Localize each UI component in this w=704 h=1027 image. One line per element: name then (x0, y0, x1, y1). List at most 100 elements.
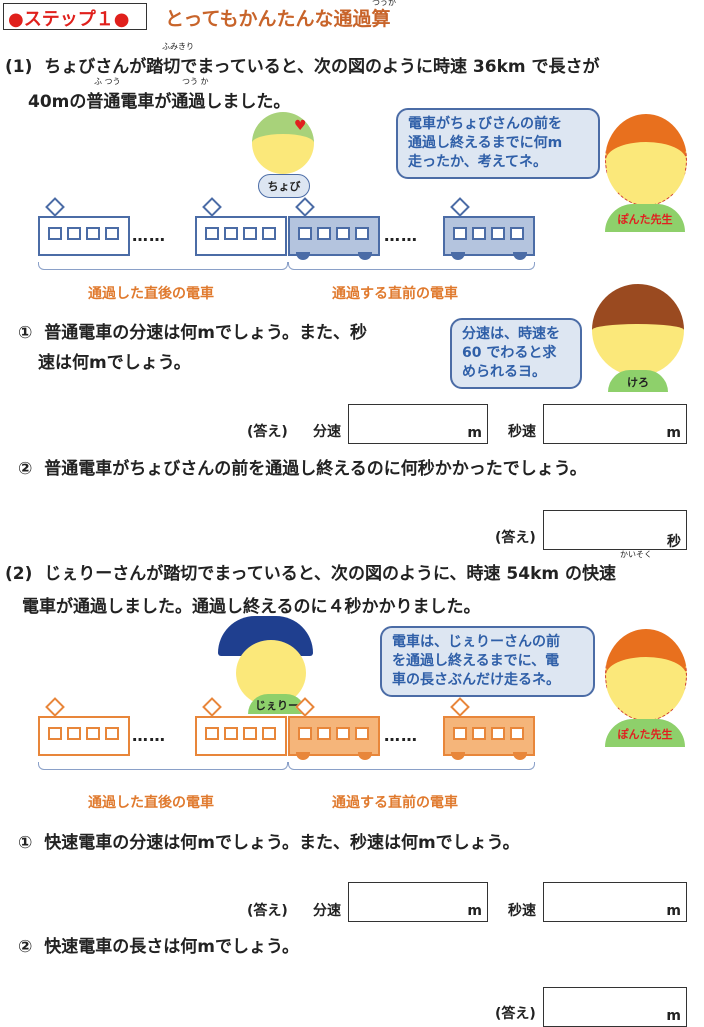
wheel (358, 252, 372, 260)
fun-label: 分速 (313, 903, 341, 919)
train-car (288, 697, 380, 760)
pantograph-icon (295, 697, 315, 717)
window (510, 227, 524, 240)
ruby: ふ つう (94, 77, 121, 86)
jerry-name: じぇりー (248, 694, 306, 714)
wheel (296, 752, 310, 760)
q2-sub1: ① 快速電車の分速は何mでしょう。また、秒速は何mでしょう。 (18, 833, 520, 853)
answer-label: (答え) (247, 903, 288, 919)
train-car (195, 197, 287, 256)
window (243, 727, 257, 740)
train-car (195, 697, 287, 756)
train-diagram-2: ………… (0, 697, 704, 770)
teacher-name: ぽんた先生 (605, 204, 685, 232)
ponta-teacher-character: ぽんた先生 (603, 627, 698, 747)
train-car (38, 197, 130, 256)
window (510, 727, 524, 740)
kero-name: けろ (608, 370, 668, 392)
answer-box-seconds[interactable]: 秒 (543, 510, 687, 550)
car-body (38, 716, 130, 756)
q2-line1: (2) じぇりーさんが踏切でまっていると、次の図のように、時速 54km の快速 (5, 564, 617, 584)
q1-text: ちょびさんが踏切でまっていると、次の図のように時速 36km で長さが (44, 57, 600, 77)
window (453, 227, 467, 240)
window (262, 227, 276, 240)
car-body (38, 216, 130, 256)
window (86, 227, 100, 240)
pantograph-icon (450, 697, 470, 717)
teacher-name: ぽんた先生 (605, 719, 685, 747)
bracket (288, 262, 535, 270)
window (205, 727, 219, 740)
q2-sub2: ② 快速電車の長さは何mでしょう。 (18, 937, 299, 957)
jerry-character: じぇりー (218, 612, 318, 714)
ruby: ふみきり (162, 42, 194, 51)
label-after: 通過した直後の電車 (88, 795, 214, 811)
q1-sub2: ② 普通電車がちょびさんの前を通過し終えるのに何秒かかったでしょう。 (18, 459, 587, 479)
answer-label: (答え) (495, 1006, 536, 1022)
answer-box-length[interactable]: m (543, 987, 687, 1027)
answer-label: (答え) (247, 424, 288, 440)
pantograph-icon (202, 697, 222, 717)
wheel (513, 752, 527, 760)
window (491, 227, 505, 240)
teacher-speech-bubble: 電車は、じぇりーさんの前を通過し終えるまでに、電車の長さぶんだけ走るネ。 (380, 626, 595, 697)
window (336, 727, 350, 740)
q1-sub1-line2: 速は何mでしょう。 (38, 353, 191, 373)
car-body (288, 716, 380, 756)
window (453, 727, 467, 740)
window (317, 727, 331, 740)
wheel (513, 252, 527, 260)
car-body (443, 216, 535, 256)
window (67, 227, 81, 240)
window (472, 227, 486, 240)
window (105, 727, 119, 740)
pantograph-icon (295, 197, 315, 217)
step-badge: ●ステップ１● (3, 3, 147, 30)
car-body (443, 716, 535, 756)
answer-box-fun[interactable]: m (348, 404, 488, 444)
label-before: 通過する直前の電車 (332, 286, 458, 302)
pantograph-icon (45, 697, 65, 717)
q2-line2: 電車が通過しました。通過し終えるのに４秒かかりました。 (22, 597, 481, 617)
pantograph-icon (202, 197, 222, 217)
bracket (38, 262, 288, 270)
dots: …… (384, 226, 418, 245)
chobi-character: ♥ ちょび (250, 112, 320, 198)
window (317, 227, 331, 240)
window (491, 727, 505, 740)
window (48, 227, 62, 240)
window (224, 727, 238, 740)
ruby: かいそく (620, 550, 652, 559)
q1-number: (1) (5, 57, 33, 77)
wheel (358, 752, 372, 760)
train-car (443, 697, 535, 760)
pantograph-icon (45, 197, 65, 217)
answer-box-byo[interactable]: m (543, 404, 687, 444)
window (86, 727, 100, 740)
window (67, 727, 81, 740)
q1-line2: 40mの普通電車が通過しました。 (28, 92, 291, 112)
dots: …… (132, 726, 166, 745)
label-after: 通過した直後の電車 (88, 286, 214, 302)
label-before: 通過する直前の電車 (332, 795, 458, 811)
answer-label: (答え) (495, 530, 536, 546)
train-diagram-1: ………… (0, 197, 704, 270)
bracket (38, 762, 288, 770)
window (472, 727, 486, 740)
window (355, 227, 369, 240)
window (243, 227, 257, 240)
ruby: つうか (372, 0, 396, 7)
car-body (195, 716, 287, 756)
car-body (195, 216, 287, 256)
wheel (451, 752, 465, 760)
q1-sub1: ① 普通電車の分速は何mでしょう。また、秒 (18, 323, 367, 343)
answer-box-byo[interactable]: m (543, 882, 687, 922)
chobi-name: ちょび (258, 174, 310, 198)
train-car (443, 197, 535, 260)
car-body (288, 216, 380, 256)
answer-box-fun[interactable]: m (348, 882, 488, 922)
window (224, 227, 238, 240)
window (336, 227, 350, 240)
